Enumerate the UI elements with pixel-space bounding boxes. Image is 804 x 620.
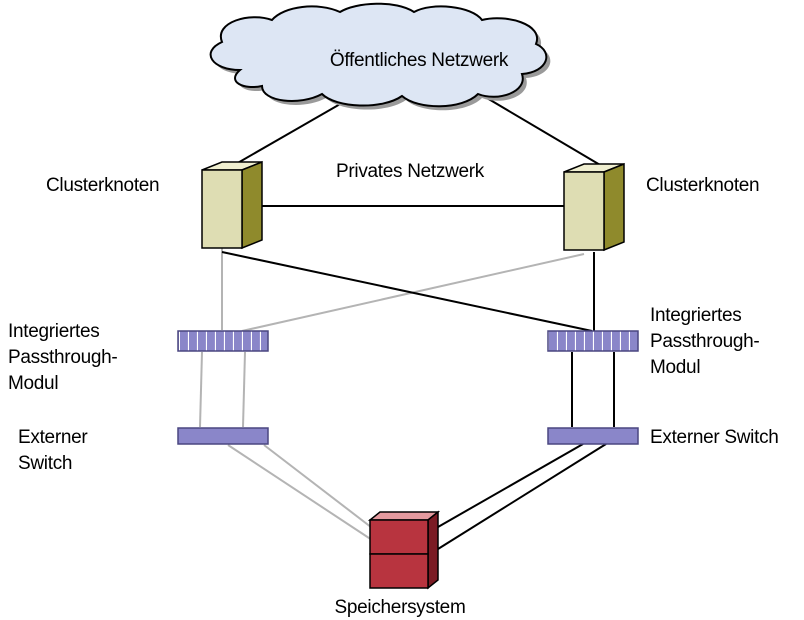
right-passthrough-line-3: Modul [650, 357, 700, 378]
right-passthrough-label: Integriertes Passthrough- Modul [650, 305, 764, 378]
right-cluster-node [563, 162, 625, 252]
storage-side [427, 510, 439, 590]
cloud-shape [209, 2, 548, 108]
link-cloud-right-node [469, 87, 613, 173]
public-network-cloud: Öffentliches Netzwerk [209, 2, 551, 111]
left-external-switch [177, 427, 269, 445]
private-network-label: Privates Netzwerk [336, 161, 485, 182]
link-left-module-switch-b [242, 351, 246, 428]
storage-label: Speichersystem [335, 597, 466, 618]
module-body [547, 330, 639, 352]
left-cluster-node [201, 160, 263, 250]
storage-shelf-lower [369, 553, 429, 589]
link-left-switch-storage-b [263, 444, 381, 535]
left-switch-line-1: Externer [18, 427, 88, 448]
node-side [241, 160, 263, 250]
node-side [603, 162, 625, 252]
storage-shelf-upper [369, 519, 429, 555]
link-left-module-switch-a [199, 351, 203, 428]
left-passthrough-line-2: Passthrough- [8, 347, 117, 368]
left-passthrough-label: Integriertes Passthrough- Modul [8, 321, 122, 394]
right-passthrough-line-1: Integriertes [650, 305, 741, 326]
right-passthrough-line-2: Passthrough- [650, 331, 759, 352]
left-switch-label: Externer Switch [18, 427, 92, 474]
left-node-label: Clusterknoten [46, 175, 159, 196]
module-body [177, 330, 269, 352]
link-left-node-right-module [221, 251, 593, 332]
node-front [201, 169, 243, 249]
link-right-switch-storage-b [437, 443, 607, 550]
right-node-label: Clusterknoten [646, 175, 759, 196]
right-switch-label: Externer Switch [650, 427, 779, 448]
node-front [563, 171, 605, 251]
left-passthrough-line-1: Integriertes [8, 321, 99, 342]
link-right-switch-storage-a [437, 443, 584, 528]
public-network-label: Öffentliches Netzwerk [330, 50, 509, 71]
link-left-switch-storage-a [227, 444, 373, 541]
left-switch-line-2: Switch [18, 453, 72, 474]
storage-system [367, 510, 441, 590]
left-passthrough-line-3: Modul [8, 373, 58, 394]
storage-top [367, 511, 441, 521]
right-external-switch [547, 427, 639, 445]
connection-lines [199, 87, 615, 550]
right-passthrough-module [547, 330, 639, 352]
left-passthrough-module [177, 330, 269, 352]
